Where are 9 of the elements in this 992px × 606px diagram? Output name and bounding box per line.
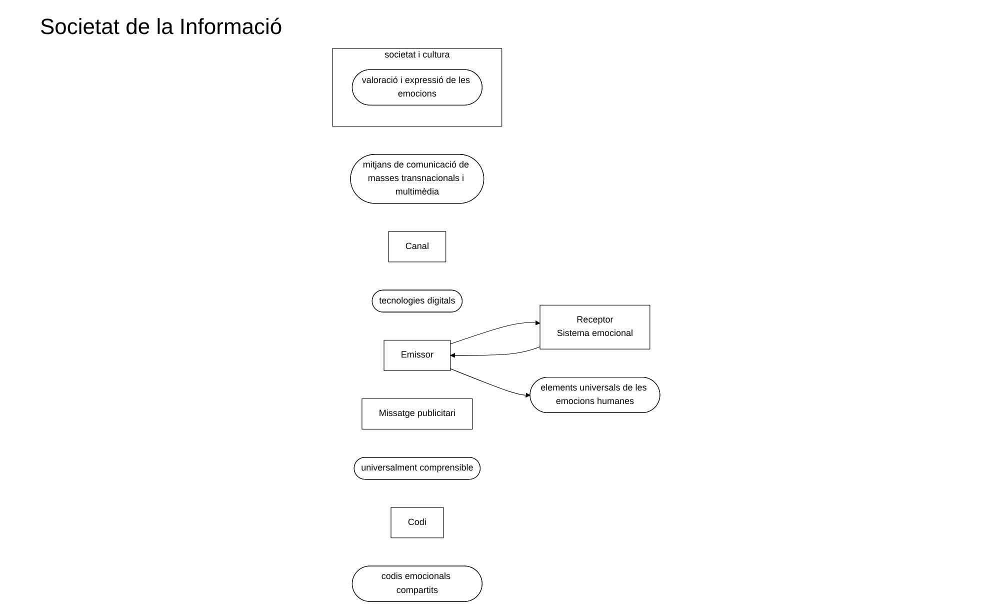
node-box: Codi bbox=[390, 507, 444, 538]
arrow bbox=[450, 320, 540, 344]
arrow bbox=[450, 346, 540, 358]
diagram-title: Societat de la Informació bbox=[40, 14, 282, 40]
node-box: Emissor bbox=[384, 340, 450, 371]
node-box: Receptor Sistema emocional bbox=[540, 304, 650, 350]
node-box: Missatge publicitari bbox=[361, 398, 472, 430]
node-box: Canal bbox=[388, 231, 446, 262]
arrow bbox=[450, 368, 530, 398]
